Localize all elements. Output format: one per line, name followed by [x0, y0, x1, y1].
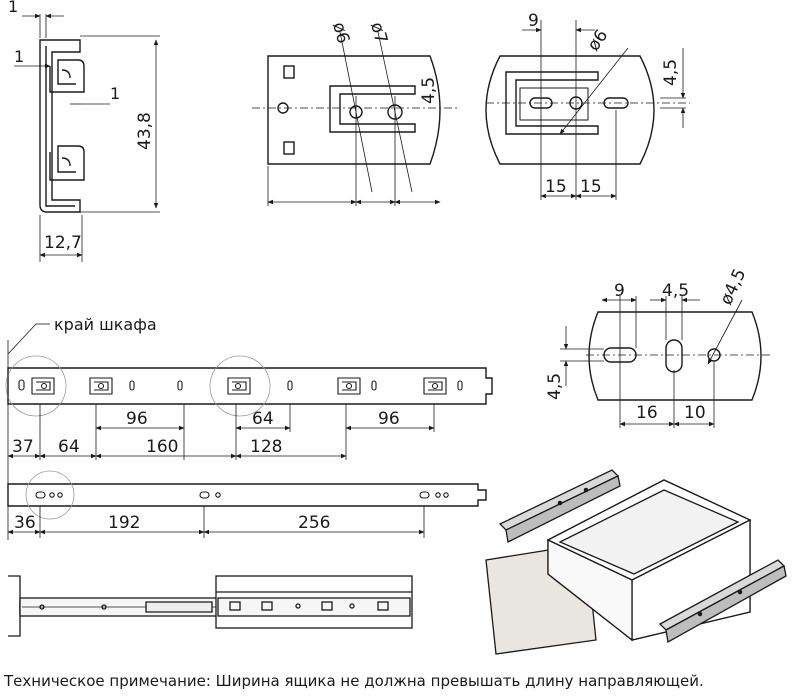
drawer-isometric — [485, 469, 787, 655]
round-bracket-bottom-a: 15 — [545, 177, 567, 197]
profile-section — [14, 13, 160, 262]
rail-dim-160: 160 — [146, 437, 178, 457]
rail-dim-36: 36 — [14, 513, 36, 533]
round-bracket — [485, 20, 690, 200]
rect-bracket — [252, 31, 460, 206]
plate-top-a: 9 — [614, 281, 625, 301]
rail-edge-label: край шкафа — [54, 315, 157, 334]
rail-dim-256: 256 — [298, 513, 330, 533]
profile-dim-width: 12,7 — [44, 233, 82, 253]
rail-dim-96b: 96 — [378, 409, 400, 429]
rail-dim-192: 192 — [108, 513, 140, 533]
round-bracket-top: 9 — [528, 11, 539, 31]
plate-bottom-a: 16 — [636, 403, 658, 423]
rail-dim-96a: 96 — [126, 409, 148, 429]
technical-note: Техническое примечание: Ширина ящика не … — [4, 672, 704, 690]
profile-dim-inner: 1 — [110, 84, 120, 103]
rail-dim-64b: 64 — [58, 437, 80, 457]
technical-drawing: 1 1 1 43,8 12,7 ø6 ø7 4,5 — [5, 0, 787, 655]
rect-bracket-diam1: ø6 — [328, 20, 353, 46]
mounting-plate — [560, 296, 770, 428]
rail-bottom — [7, 470, 487, 538]
rail-top — [5, 323, 493, 540]
plate-offset: 4,5 — [545, 373, 565, 400]
round-bracket-bottom-b: 15 — [580, 177, 602, 197]
round-bracket-offset: 4,5 — [661, 59, 681, 86]
assembly-side-view — [8, 575, 413, 637]
plate-diam: ø4,5 — [716, 266, 750, 308]
rail-dim-128: 128 — [250, 437, 282, 457]
rail-dim-37: 37 — [12, 437, 34, 457]
plate-top-b: 4,5 — [662, 281, 689, 301]
profile-dim-top: 1 — [8, 0, 18, 16]
rect-bracket-offset: 4,5 — [419, 77, 439, 104]
rail-dim-64a: 64 — [252, 409, 274, 429]
plate-bottom-b: 10 — [684, 403, 706, 423]
profile-dim-height: 43,8 — [135, 112, 155, 150]
rect-bracket-diam2: ø7 — [366, 20, 391, 46]
profile-dim-side: 1 — [14, 47, 24, 66]
